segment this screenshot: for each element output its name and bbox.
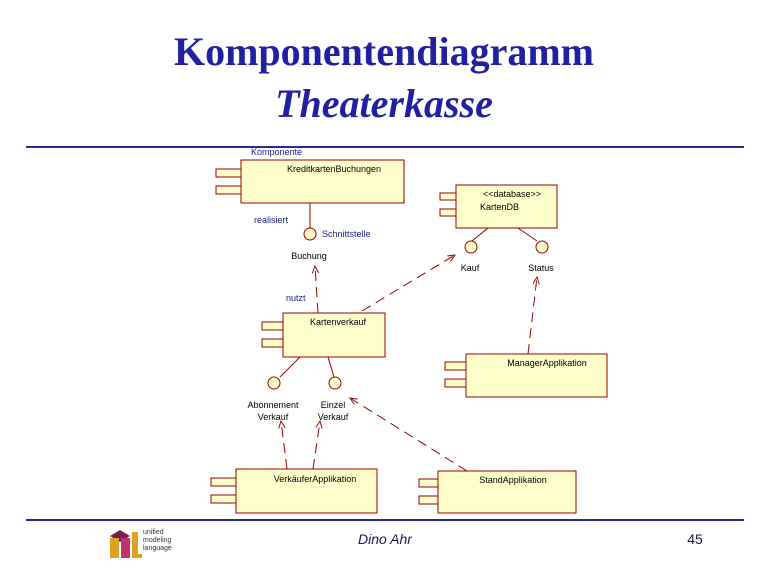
component-label-stand: StandApplikation <box>479 475 547 485</box>
realize-line-kartendb-kauf <box>471 227 489 242</box>
annotation-nutzt: nutzt <box>286 293 306 303</box>
component-manager-applikation: ManagerApplikation <box>444 353 608 398</box>
slide-title: Komponentendiagramm <box>174 29 594 74</box>
component-verkaeufer-applikation: VerkäuferApplikation <box>210 468 378 514</box>
dependency-kartenverkauf-kauf <box>361 255 455 312</box>
interface-label-buchung: Buchung <box>291 251 327 261</box>
component-label-kreditkarten: KreditkartenBuchungen <box>287 164 381 174</box>
uml-logo-line1: unified <box>143 529 164 536</box>
component-label-kartendb: KartenDB <box>480 202 519 212</box>
annotation-komponente: Komponente <box>251 147 302 157</box>
annotation-schnittstelle: Schnittstelle <box>322 229 371 239</box>
interface-kauf <box>464 240 478 254</box>
interface-buchung <box>303 227 317 241</box>
bottom-divider <box>26 519 744 521</box>
interface-label-einzel-1: Einzel <box>321 400 346 410</box>
dependency-verkaeufer-einzel <box>312 421 320 470</box>
interface-status <box>535 240 549 254</box>
interface-label-abonnement-1: Abonnement <box>247 400 299 410</box>
component-label-manager: ManagerApplikation <box>507 358 587 368</box>
interface-label-einzel-2: Verkauf <box>318 412 349 422</box>
component-label-kartenverkauf: Kartenverkauf <box>310 317 367 327</box>
component-label-verkaeufer: VerkäuferApplikation <box>274 474 357 484</box>
realize-line-kartendb-status <box>517 227 538 242</box>
uml-logo-line3: language <box>143 545 172 552</box>
page-number: 45 <box>687 531 703 547</box>
interface-label-status: Status <box>528 263 554 273</box>
component-kartendb: <<database>> KartenDB <box>439 184 558 229</box>
uml-logo-text: unified modeling language <box>143 529 172 553</box>
interfaces <box>267 227 549 390</box>
annotation-realisiert: realisiert <box>254 215 289 225</box>
slide-subtitle: Theaterkasse <box>275 81 493 126</box>
component-kartenverkauf: Kartenverkauf <box>261 312 386 358</box>
uml-logo-icon <box>110 530 142 558</box>
uml-logo-line2: modeling <box>143 537 172 544</box>
dependency-kartenverkauf-buchung <box>315 266 318 314</box>
footer-author: Dino Ahr <box>358 531 412 547</box>
component-stereotype-kartendb: <<database>> <box>483 189 541 199</box>
dependency-stand-kartenverkauf <box>350 398 468 472</box>
top-divider <box>26 146 744 148</box>
dependency-verkaeufer-abonnement <box>281 421 288 470</box>
component-kreditkarten-buchungen: KreditkartenBuchungen <box>215 159 405 204</box>
realize-line-kartenverkauf-abonnement <box>279 356 301 378</box>
interface-label-abonnement-2: Verkauf <box>258 412 289 422</box>
interface-abonnement-verkauf <box>267 376 281 390</box>
connections <box>279 203 538 472</box>
interface-einzel-verkauf <box>328 376 342 390</box>
interface-label-kauf: Kauf <box>461 263 480 273</box>
realize-line-kartenverkauf-einzel <box>327 356 335 378</box>
dependency-manager-status <box>527 277 537 355</box>
component-stand-applikation: StandApplikation <box>418 470 577 514</box>
